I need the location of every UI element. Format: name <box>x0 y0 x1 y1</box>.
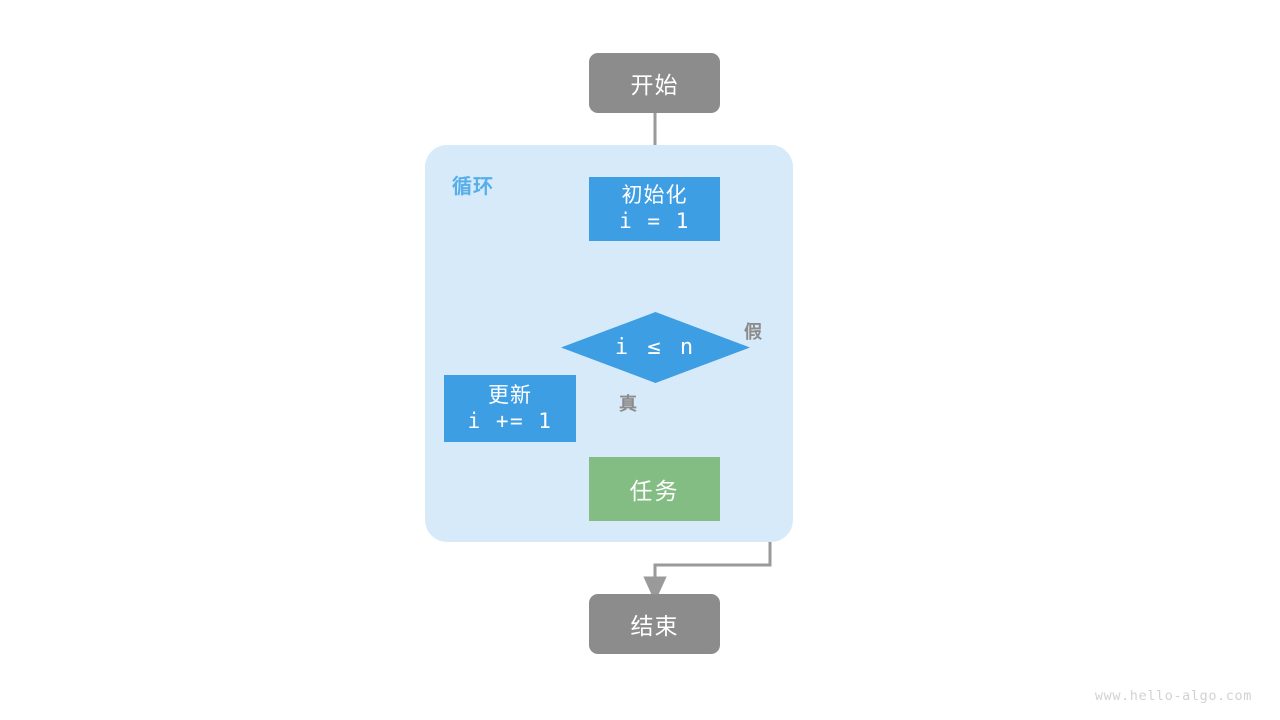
node-init[interactable]: 初始化 i = 1 <box>589 177 720 241</box>
node-init-label-line1: 初始化 <box>621 184 688 208</box>
edge-label-false: 假 <box>744 322 762 342</box>
watermark: www.hello-algo.com <box>1094 688 1252 704</box>
node-update-label-line1: 更新 <box>488 383 532 407</box>
node-task[interactable]: 任务 <box>589 457 720 521</box>
node-start-label: 开始 <box>630 72 679 98</box>
loop-container-label: 循环 <box>452 176 494 198</box>
diamond-shape <box>561 312 750 383</box>
node-start[interactable]: 开始 <box>589 53 720 113</box>
node-init-label-line2: i = 1 <box>619 209 690 233</box>
node-end[interactable]: 结束 <box>589 594 720 654</box>
node-end-label: 结束 <box>630 613 679 639</box>
node-condition[interactable]: i ≤ n <box>561 312 750 383</box>
edge-label-true: 真 <box>619 394 637 414</box>
node-update-label-line2: i += 1 <box>467 408 553 433</box>
node-task-label: 任务 <box>629 478 680 504</box>
node-update[interactable]: 更新 i += 1 <box>444 375 576 442</box>
